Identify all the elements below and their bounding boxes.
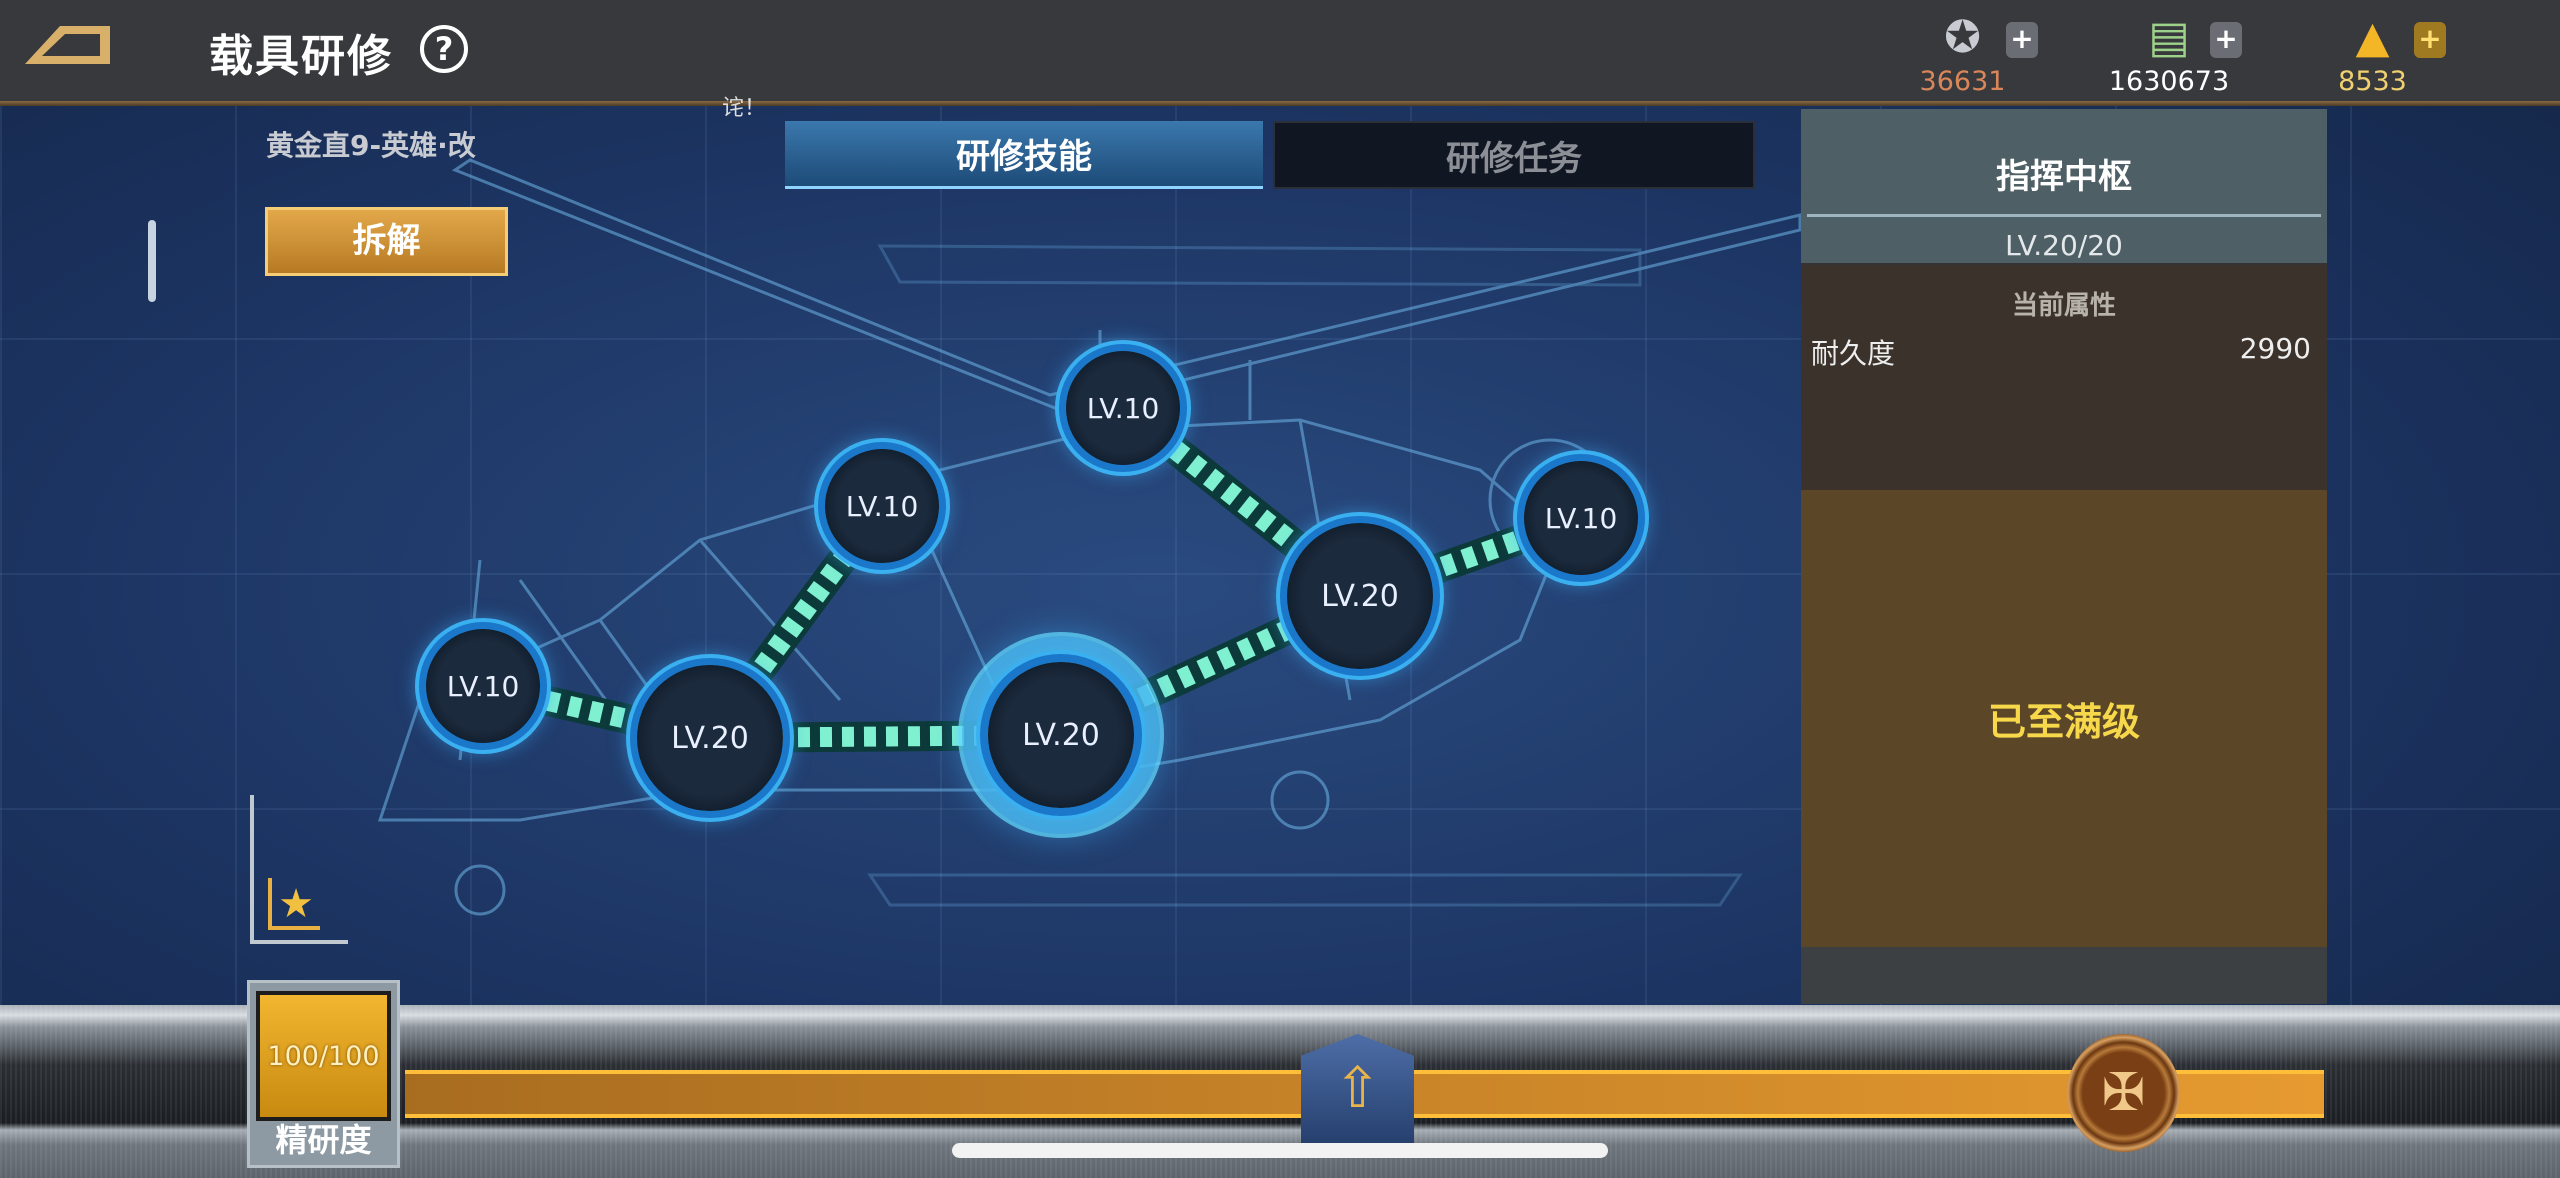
- cash-icon: ▤: [2148, 12, 2190, 63]
- divider: [1807, 214, 2321, 217]
- header-divider: [0, 101, 2560, 106]
- panel-footer: [1801, 947, 2327, 1004]
- mastery-label: 精研度: [275, 1121, 372, 1159]
- medal-icon: ✪: [1944, 12, 1981, 63]
- cash-count: 1630673: [2108, 66, 2230, 97]
- attribute-row: 耐久度 2990: [1801, 322, 2327, 372]
- gold-bar-icon: ▲: [2355, 12, 2390, 63]
- clipped-text: 诧！: [722, 96, 767, 121]
- add-gold-button[interactable]: +: [2414, 22, 2446, 58]
- max-level-status: 已至满级: [1801, 490, 2327, 947]
- tab-research-tasks[interactable]: 研修任务: [1273, 121, 1755, 189]
- reward-medal-icon[interactable]: ✠: [2067, 1034, 2180, 1152]
- skill-detail-panel: 指挥中枢 LV.20/20 当前属性 耐久度 2990 已至满级: [1801, 109, 2327, 1004]
- mastery-box[interactable]: 100/100 精研度: [247, 980, 400, 1168]
- attributes-heading: 当前属性: [2011, 291, 2116, 321]
- star-icon: ★: [268, 878, 320, 930]
- skill-title: 指挥中枢: [1996, 157, 2132, 197]
- skill-node[interactable]: LV.10: [825, 449, 939, 563]
- skill-level: LV.20/20: [2005, 229, 2123, 262]
- skill-node[interactable]: LV.10: [426, 629, 540, 743]
- page-title: 载具研修: [209, 31, 393, 82]
- vehicle-name: 黄金直9-英雄·改: [266, 129, 476, 162]
- attribute-value: 2990: [2239, 332, 2311, 365]
- skill-node[interactable]: LV.10: [1524, 461, 1638, 575]
- rocket-rank-icon[interactable]: ⇧: [1301, 1034, 1414, 1143]
- skill-node[interactable]: LV.20: [637, 665, 783, 811]
- skill-node[interactable]: LV.20: [1287, 523, 1433, 669]
- tab-research-skills[interactable]: 研修技能: [785, 121, 1263, 189]
- medal-count: 36631: [1919, 66, 2006, 97]
- home-indicator[interactable]: [952, 1143, 1608, 1158]
- gold-count: 8533: [2338, 66, 2407, 97]
- attribute-name: 耐久度: [1811, 337, 1896, 370]
- dismantle-button[interactable]: 拆解: [265, 207, 508, 276]
- add-medal-button[interactable]: +: [2006, 22, 2038, 58]
- help-icon[interactable]: ?: [420, 25, 468, 73]
- top-bar: 载具研修 ? ✪ 36631 + ▤ 1630673 + ▲ 8533 +: [0, 0, 2560, 101]
- mastery-value: 100/100: [256, 991, 391, 1121]
- add-cash-button[interactable]: +: [2210, 22, 2242, 58]
- currency-medal: ✪ 36631: [1915, 10, 2010, 97]
- currency-gold: ▲ 8533: [2330, 10, 2415, 97]
- skill-node[interactable]: LV.10: [1066, 351, 1180, 465]
- scrollbar[interactable]: [148, 220, 156, 302]
- currency-cash: ▤ 1630673: [2105, 10, 2233, 97]
- back-icon[interactable]: [20, 20, 115, 68]
- star-rank-button[interactable]: ★: [250, 795, 348, 944]
- tab-bar: 研修技能 研修任务: [785, 121, 1755, 189]
- skill-node-selected[interactable]: LV.20: [988, 662, 1134, 808]
